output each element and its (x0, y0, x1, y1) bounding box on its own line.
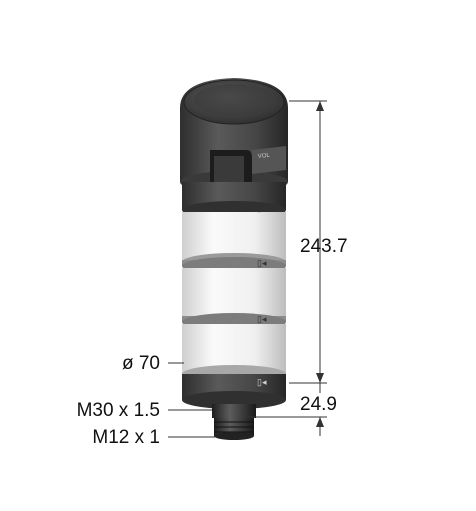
svg-text:VOL: VOL (258, 153, 271, 160)
height-dimension (289, 100, 327, 384)
top-cap (180, 78, 288, 193)
svg-text:▯◂: ▯◂ (257, 258, 267, 268)
base-housing: ▯◂ (182, 374, 286, 409)
height-label: 243.7 (300, 236, 348, 257)
diameter-label: ø 70 (122, 353, 160, 374)
svg-text:▯◂: ▯◂ (257, 314, 267, 324)
signal-tower: VOL ▯◂ ▯◂ ▯◂ ▯◂ (180, 78, 288, 440)
light-segment-1: ▯◂ (182, 203, 286, 275)
svg-text:▯◂: ▯◂ (257, 377, 267, 387)
sound-port: VOL (210, 146, 286, 188)
thread-label: M30 x 1.5 (77, 400, 160, 421)
light-segment-2: ▯◂ (182, 258, 286, 331)
base-height-label: 24.9 (300, 394, 337, 415)
svg-text:▯◂: ▯◂ (257, 203, 267, 213)
base-height-dimension (246, 383, 327, 436)
connector (212, 404, 256, 440)
connector-label: M12 x 1 (92, 427, 160, 448)
light-segment-3: ▯◂ (182, 314, 286, 383)
